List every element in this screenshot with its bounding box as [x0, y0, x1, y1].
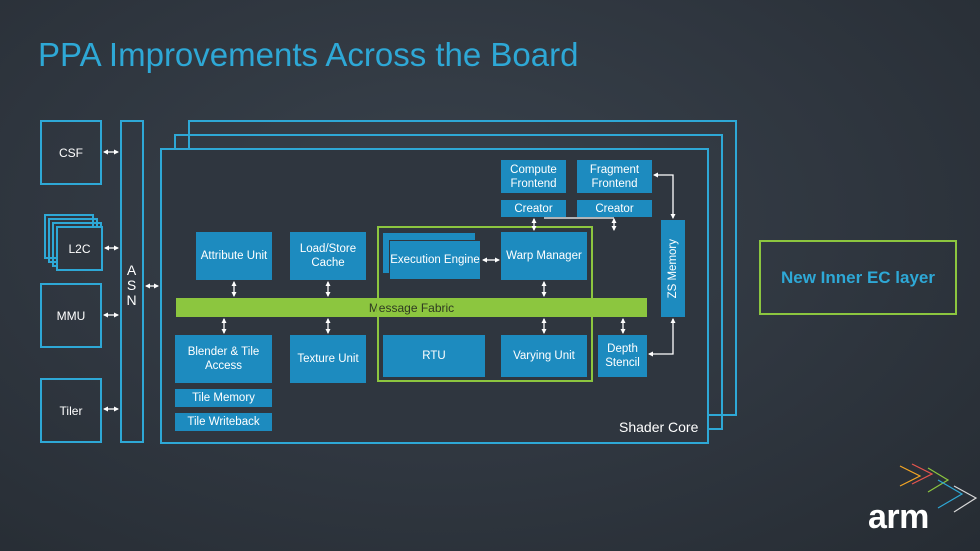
compute-creator-box: Creator — [501, 200, 566, 217]
tile-memory-box: Tile Memory — [175, 389, 272, 407]
page-title: PPA Improvements Across the Board — [38, 36, 579, 73]
asn-letter-a: A — [126, 262, 138, 278]
blender-tile-access-box: Blender & Tile Access — [175, 335, 272, 383]
depth-stencil-box: Depth Stencil — [598, 335, 647, 377]
message-fabric-bar: Message Fabric — [176, 298, 647, 317]
rtu-box: RTU — [383, 335, 485, 377]
tile-writeback-box: Tile Writeback — [175, 413, 272, 431]
mmu-label: MMU — [56, 308, 86, 323]
mmu-block: MMU — [40, 283, 102, 348]
shader-core-frame — [160, 148, 709, 444]
fragment-frontend-box: Fragment Frontend — [577, 160, 652, 193]
csf-label: CSF — [59, 145, 83, 160]
texture-unit-box: Texture Unit — [290, 335, 366, 383]
execution-engine-box: Execution Engine — [389, 240, 481, 280]
warp-manager-box: Warp Manager — [501, 232, 587, 280]
arm-logo-text: arm — [868, 498, 929, 536]
asn-label: A S N — [120, 263, 144, 308]
fragment-creator-box: Creator — [577, 200, 652, 217]
zs-depth-connector — [647, 317, 676, 357]
arm-logo-icon — [899, 463, 978, 513]
fragment-zs-connector — [652, 172, 676, 220]
l2c-block: L2C — [56, 226, 103, 271]
tiler-label: Tiler — [59, 403, 83, 418]
attribute-unit-box: Attribute Unit — [196, 232, 272, 280]
load-store-cache-box: Load/Store Cache — [290, 232, 366, 280]
shader-core-label: Shader Core — [619, 419, 699, 435]
asn-letter-s: S — [126, 277, 138, 293]
new-inner-ec-layer-legend: New Inner EC layer — [759, 240, 957, 315]
tiler-block: Tiler — [40, 378, 102, 443]
inner-ec-layer-outline — [377, 226, 593, 382]
csf-block: CSF — [40, 120, 102, 185]
l2c-label: L2C — [68, 241, 91, 256]
varying-unit-box: Varying Unit — [501, 335, 587, 377]
zs-memory-box: ZS Memory — [661, 220, 685, 317]
asn-bar — [120, 120, 144, 443]
asn-letter-n: N — [126, 292, 138, 308]
compute-frontend-box: Compute Frontend — [501, 160, 566, 193]
